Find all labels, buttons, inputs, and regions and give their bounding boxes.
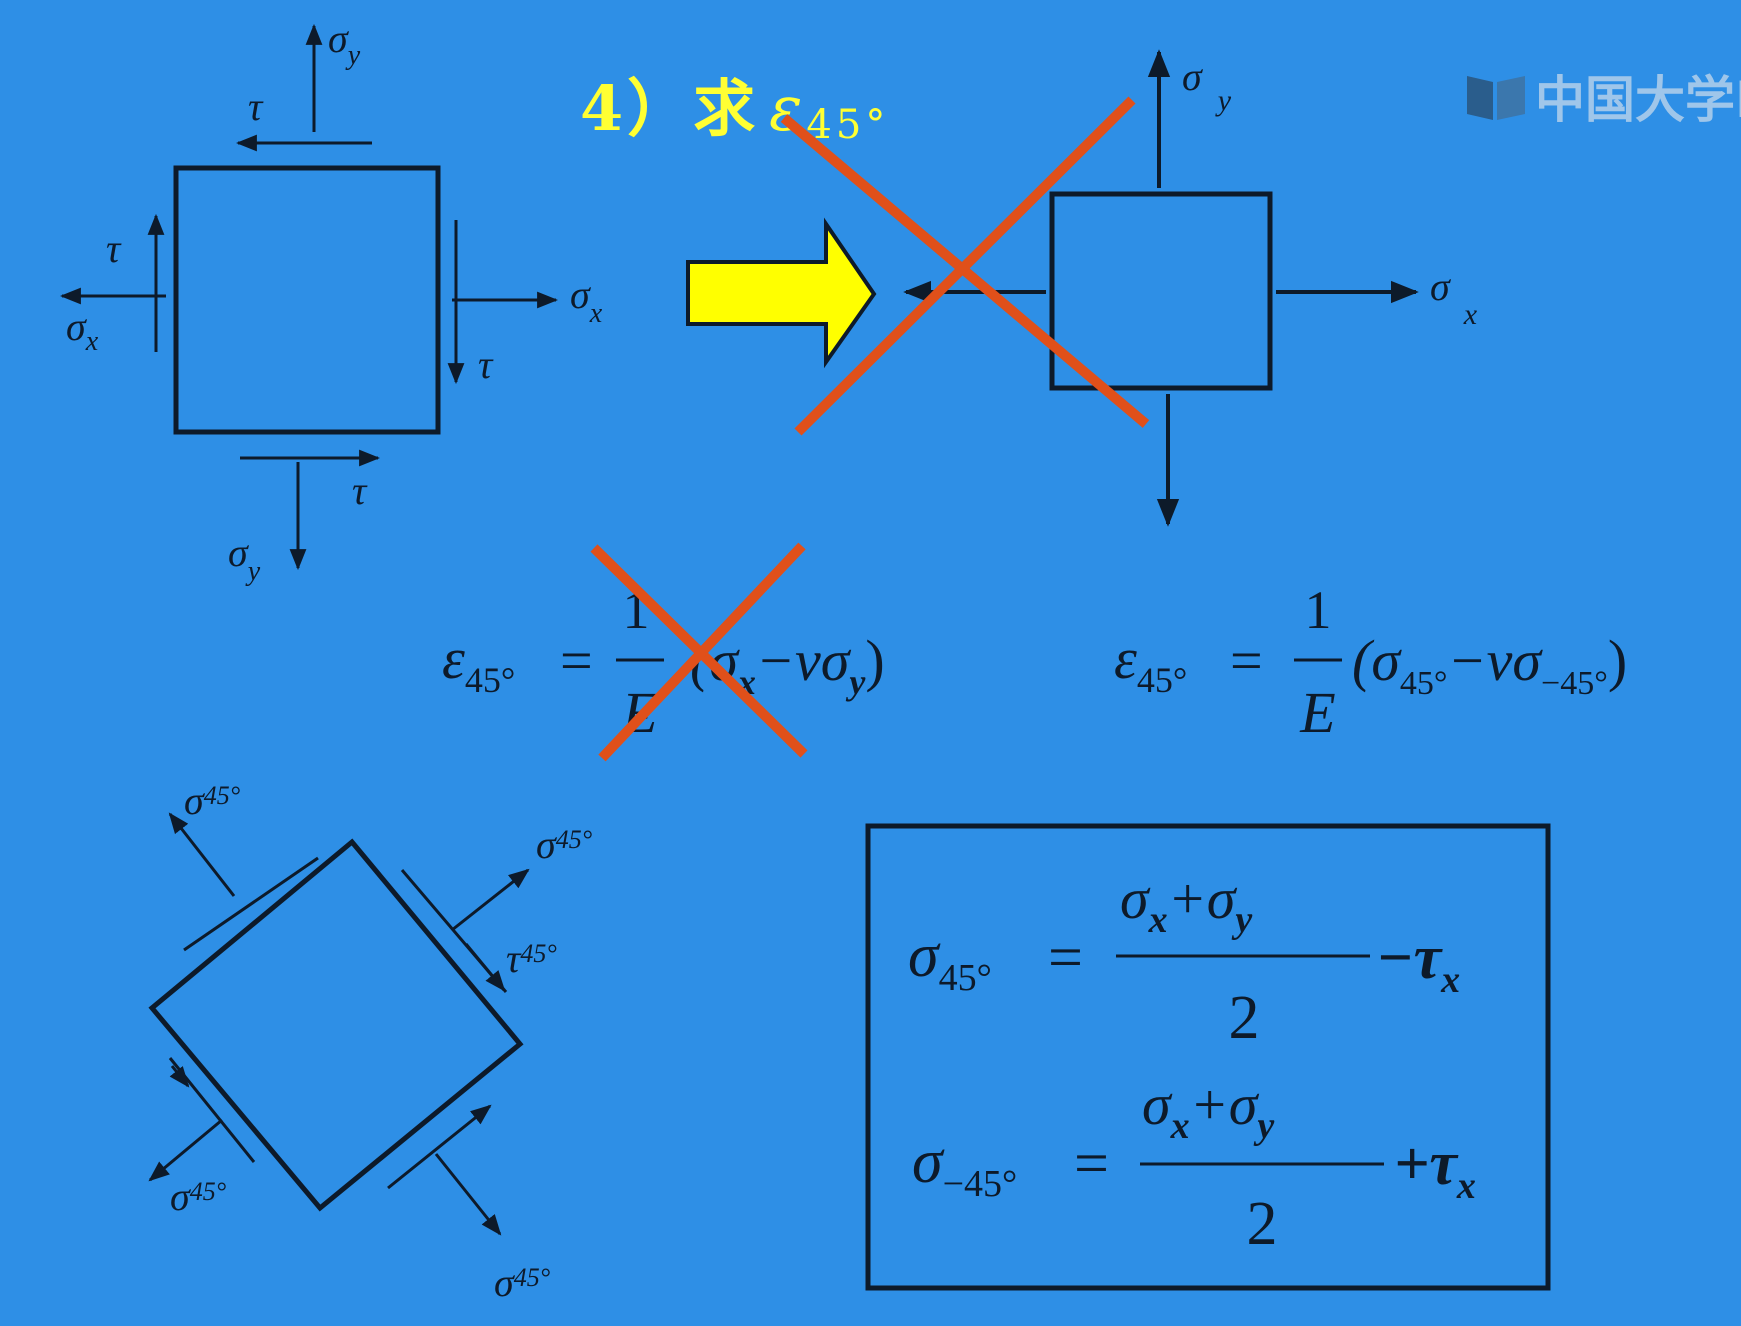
fr-lhs: ε45°	[1114, 626, 1187, 700]
element-square-principal: σy σx	[903, 49, 1478, 527]
tau-line-ll	[168, 1057, 256, 1163]
fig1-tau-right-label: τ	[478, 342, 494, 387]
fig3-sigma45-ll-label: σ45°	[170, 1174, 226, 1219]
box-f2-tau: +τx	[1394, 1130, 1476, 1207]
fig1-sigma-y-top-label: σy	[328, 16, 361, 71]
sigma45-ul-arrow	[168, 812, 236, 897]
fig3-sigma45-ul-label: σ45°	[184, 778, 240, 823]
sigma45-ur-arrow	[451, 868, 530, 932]
fr-eq: =	[1230, 628, 1263, 693]
fc-lhs: ε45°	[442, 626, 515, 700]
fr-den: E	[1299, 680, 1335, 745]
fig1-sigma-x-right-label: σx	[570, 272, 603, 329]
fc-eq: =	[560, 628, 593, 693]
fig1-sigma-y-bottom-label: σy	[228, 530, 261, 587]
fig3-tau45-label: τ45°	[506, 936, 557, 981]
transform-arrow	[686, 217, 877, 369]
fig1-tau-left-label: τ	[106, 226, 122, 271]
box-f1-den: 2	[1229, 984, 1260, 1052]
title-step: 4）求	[580, 72, 760, 145]
fr-num: 1	[1305, 580, 1332, 640]
title-epsilon: ε45°	[769, 72, 890, 148]
fig2-sigma-x-label: σx	[1430, 264, 1478, 331]
box-f1-num: σx+σy	[1120, 866, 1252, 941]
box-f2-lhs: σ−45°	[912, 1128, 1017, 1205]
element-square-rotated: σ45° σ45° τ45° σ45° σ45°	[148, 778, 592, 1305]
fig2-sigma-y-label: σy	[1182, 54, 1232, 117]
tau-lr-arrow	[387, 1104, 492, 1190]
tau-ll-arrow	[169, 1065, 190, 1088]
box-f2-eq: =	[1074, 1130, 1109, 1198]
fig1-sigma-x-left-label: σx	[66, 304, 99, 357]
formula-box: σ45° = σx+σy 2 −τx σ−45° = σx+σy 2 +τx	[865, 823, 1551, 1291]
formula-crossed: ε45° = 1 E (σx−νσy)	[442, 580, 885, 745]
box-f2-num: σx+σy	[1142, 1072, 1274, 1147]
box-f1-eq: =	[1048, 924, 1083, 992]
fc-body: (σx−νσy)	[690, 628, 885, 702]
cross-mark-formula	[590, 542, 808, 762]
tau45-arrow	[464, 943, 506, 992]
book-icon	[1467, 76, 1525, 120]
tau-line-ul	[183, 856, 319, 952]
box-f1-lhs: σ45°	[908, 922, 992, 999]
fr-body: (σ45°−νσ−45°)	[1352, 628, 1627, 702]
element-square-xy: σy τ τ σx σx τ τ σy	[59, 16, 603, 587]
box-f1-tau: −τx	[1376, 924, 1460, 1001]
fig1-tau-bottom-label: τ	[352, 468, 368, 513]
fig3-sigma45-lr-label: σ45°	[494, 1260, 550, 1305]
fig1-tau-top-label: τ	[248, 84, 264, 129]
fig3-sigma45-ur-label: σ45°	[536, 822, 592, 867]
sigma45-lr-arrow	[434, 1153, 502, 1236]
cross-mark-figure	[780, 96, 1150, 436]
box-f2-den: 2	[1247, 1190, 1278, 1258]
sigma45-ll-arrow	[148, 1118, 223, 1182]
formula-strain-45: ε45° = 1 E (σ45°−νσ−45°)	[1114, 580, 1627, 745]
mooc-logo: 中国大学M	[1465, 60, 1741, 130]
